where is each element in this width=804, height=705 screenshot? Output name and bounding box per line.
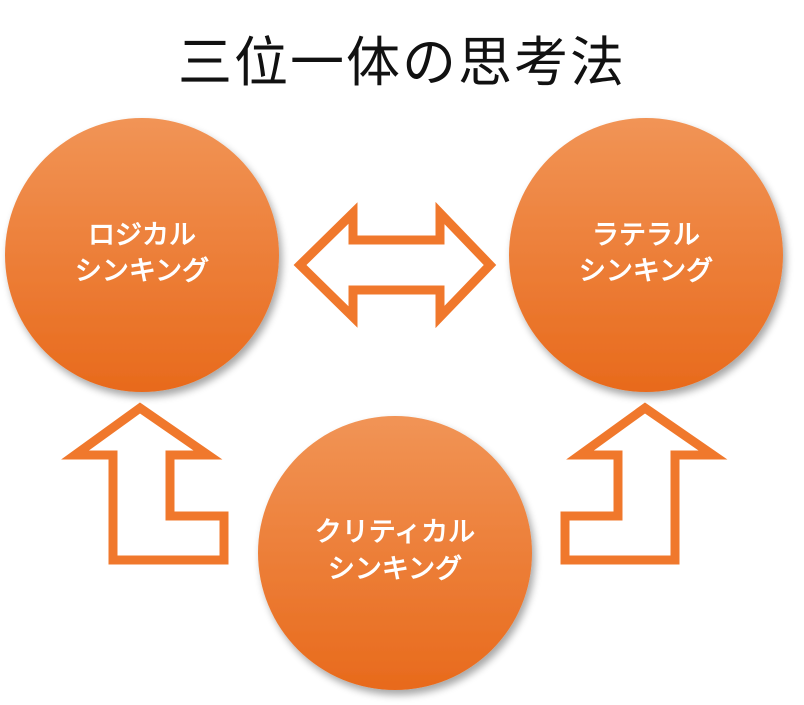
page-title: 三位一体の思考法 [178, 31, 626, 94]
node-logical-line1: ロジカル [88, 220, 196, 251]
node-lateral-line1: ラテラル [592, 220, 700, 251]
node-critical: クリティカル シンキング [258, 416, 532, 690]
bent-arrow-right [560, 402, 728, 565]
node-critical-line1: クリティカル [315, 517, 475, 548]
node-critical-line2: シンキング [328, 553, 462, 585]
node-logical-line2: シンキング [75, 255, 209, 287]
double-arrow [293, 201, 497, 329]
node-critical-circle [258, 416, 532, 690]
node-logical-circle [5, 118, 279, 392]
bent-arrow-left [61, 402, 229, 565]
node-logical: ロジカル シンキング [5, 118, 279, 392]
node-lateral-line2: シンキング [579, 255, 713, 287]
node-lateral: ラテラル シンキング [509, 118, 783, 392]
node-lateral-circle [509, 118, 783, 392]
